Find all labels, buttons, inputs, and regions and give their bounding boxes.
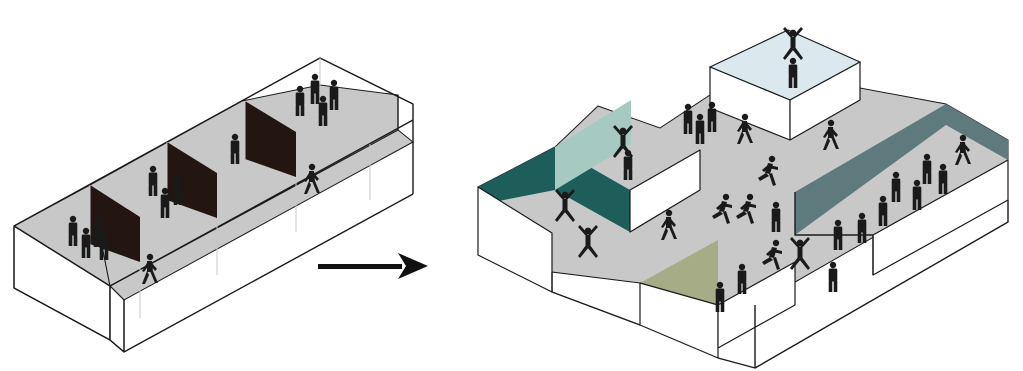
olive-wall	[640, 240, 718, 305]
linear-gallery-model	[13, 57, 414, 353]
slate-wall	[795, 104, 1008, 235]
tower-side	[789, 61, 861, 141]
partition-wall	[245, 101, 296, 177]
person-icon	[828, 261, 838, 292]
right-arrow-icon	[318, 253, 428, 279]
open-plan-model	[477, 27, 1009, 369]
wall-block	[629, 149, 701, 233]
teal-wall	[478, 147, 630, 232]
wall-block	[717, 261, 796, 349]
light-teal-wall	[555, 100, 631, 190]
